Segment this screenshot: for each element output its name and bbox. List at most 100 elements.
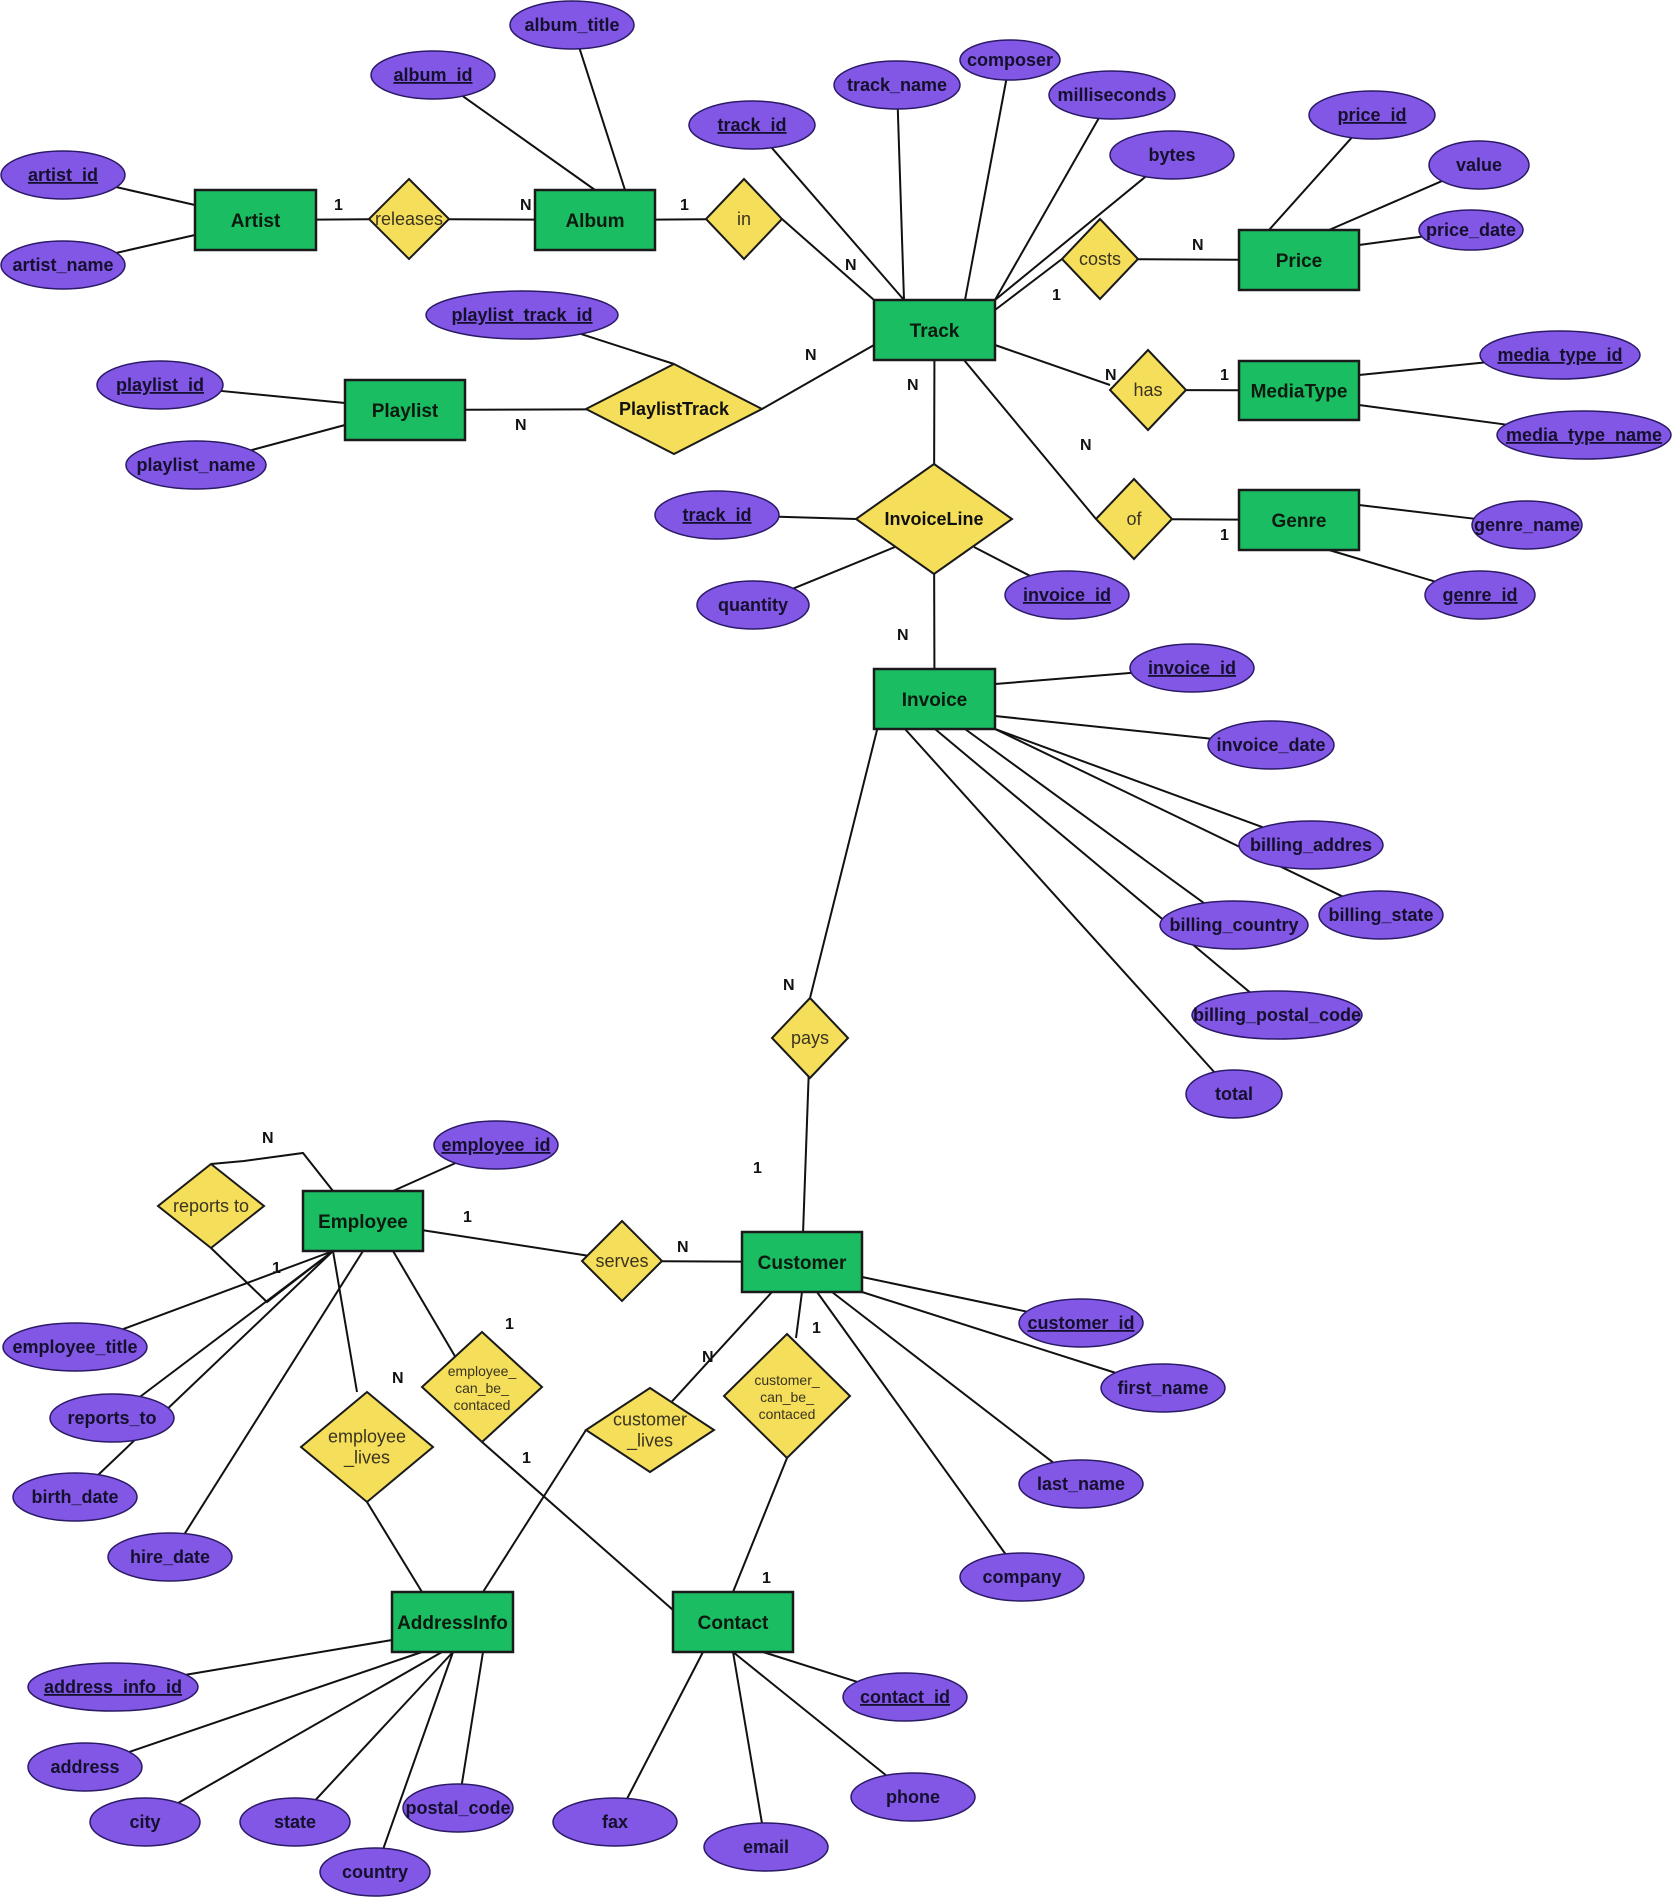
attribute-billing-country[interactable]: billing_country	[1159, 900, 1309, 950]
attribute-il-track-id[interactable]: track_id	[654, 490, 780, 540]
relationship-pays[interactable]: pays	[770, 996, 850, 1080]
attribute-value[interactable]: value	[1428, 140, 1530, 190]
entity-addressinfo[interactable]: AddressInfo	[390, 1590, 515, 1654]
entity-track[interactable]: Track	[872, 298, 997, 362]
attribute-city[interactable]: city	[89, 1797, 201, 1847]
entity-employee[interactable]: Employee	[301, 1189, 425, 1253]
attribute-media-type-id[interactable]: media_type_id	[1479, 330, 1641, 380]
entity-contact[interactable]: Contact	[671, 1590, 795, 1654]
key-attribute-label: track_id	[682, 505, 751, 525]
entity-album[interactable]: Album	[533, 188, 657, 252]
link-employee-serves	[422, 1229, 588, 1257]
relationship-customer-lives[interactable]: customer_lives	[584, 1386, 716, 1474]
attribute-phone[interactable]: phone	[850, 1772, 976, 1822]
attribute-first-name[interactable]: first_name	[1100, 1363, 1226, 1413]
relationship-costs[interactable]: costs	[1060, 217, 1140, 301]
attribute-album-title[interactable]: album_title	[509, 0, 635, 50]
attribute-il-invoice-id[interactable]: invoice_id	[1004, 570, 1130, 620]
attribute-playlist-id[interactable]: playlist_id	[96, 360, 224, 410]
relationship-has[interactable]: has	[1108, 348, 1188, 432]
attribute-invoice-date[interactable]: invoice_date	[1207, 720, 1335, 770]
attribute-quantity[interactable]: quantity	[696, 580, 810, 630]
attribute-state[interactable]: state	[239, 1797, 351, 1847]
link-employee-employee_lives	[332, 1250, 358, 1393]
cardinality-label: 1	[680, 197, 689, 214]
entity-label: AddressInfo	[397, 1613, 508, 1634]
relationship-label: contaced	[759, 1406, 816, 1422]
relationship-in[interactable]: in	[704, 177, 784, 261]
attribute-employee-id[interactable]: employee_id	[433, 1120, 559, 1170]
entity-invoice[interactable]: Invoice	[872, 667, 997, 731]
relationship-releases[interactable]: releases	[367, 177, 451, 261]
attribute-billing-addres[interactable]: billing_addres	[1238, 820, 1384, 870]
attribute-billing-postal-code[interactable]: billing_postal_code	[1191, 990, 1363, 1040]
attribute-employee-title[interactable]: employee_title	[2, 1322, 148, 1372]
attribute-track-track-id[interactable]: track_id	[688, 100, 816, 150]
attribute-track-name[interactable]: track_name	[833, 60, 961, 110]
relationship-label: employee_	[448, 1363, 517, 1379]
entity-genre[interactable]: Genre	[1237, 488, 1361, 552]
relationship-label: has	[1133, 380, 1162, 400]
attribute-link-phone	[732, 1651, 887, 1777]
relationship-customer-can-be-contaced[interactable]: customer_can_be_contaced	[722, 1332, 852, 1460]
link-pays-customer	[802, 1076, 810, 1233]
attribute-last-name[interactable]: last_name	[1018, 1459, 1144, 1509]
attribute-price-id[interactable]: price_id	[1308, 90, 1436, 140]
relationship-employee-can-be-contaced[interactable]: employee_can_be_contaced	[420, 1330, 544, 1444]
attribute-link-country	[382, 1651, 454, 1849]
attribute-hire-date[interactable]: hire_date	[107, 1532, 233, 1582]
attribute-label: playlist_name	[136, 455, 255, 475]
attribute-reports-to-attr[interactable]: reports_to	[49, 1393, 175, 1443]
relationship-serves[interactable]: serves	[580, 1219, 664, 1303]
attribute-playlist-name[interactable]: playlist_name	[125, 440, 267, 490]
attribute-link-last_name	[831, 1291, 1054, 1464]
attribute-price-date[interactable]: price_date	[1418, 209, 1524, 251]
relationship-employee-lives[interactable]: employee_lives	[299, 1390, 435, 1504]
link-customer_lives-addressinfo	[482, 1429, 587, 1593]
attribute-milliseconds[interactable]: milliseconds	[1048, 70, 1176, 120]
attribute-total[interactable]: total	[1185, 1069, 1283, 1119]
entity-customer[interactable]: Customer	[740, 1230, 864, 1294]
link-employee_can_be_contaced-contact	[481, 1441, 674, 1611]
entity-price[interactable]: Price	[1237, 228, 1361, 292]
attribute-customer-id[interactable]: customer_id	[1018, 1298, 1144, 1348]
attribute-bytes[interactable]: bytes	[1109, 130, 1235, 180]
attribute-address-info-id[interactable]: address_info_id	[27, 1662, 199, 1712]
attribute-billing-state[interactable]: billing_state	[1318, 890, 1444, 940]
key-attribute-label: media_type_name	[1506, 425, 1662, 445]
relationship-playlisttrack[interactable]: PlaylistTrack	[583, 362, 765, 456]
relationship-reports-to[interactable]: reports to	[156, 1162, 266, 1250]
attribute-genre-id[interactable]: genre_id	[1424, 570, 1536, 620]
attribute-fax[interactable]: fax	[552, 1797, 678, 1847]
relationship-invoiceline[interactable]: InvoiceLine	[854, 462, 1014, 576]
entity-mediatype[interactable]: MediaType	[1237, 359, 1361, 422]
attribute-genre-name[interactable]: genre_name	[1471, 500, 1583, 550]
attribute-country[interactable]: country	[319, 1847, 431, 1897]
attribute-artist-id[interactable]: artist_id	[0, 150, 126, 200]
attribute-company[interactable]: company	[959, 1552, 1085, 1602]
attribute-label: value	[1456, 155, 1502, 175]
attribute-link-invoice_id	[994, 671, 1132, 685]
entity-playlist[interactable]: Playlist	[343, 378, 467, 442]
relationship-label: costs	[1079, 249, 1121, 269]
attribute-media-type-name[interactable]: media_type_name	[1496, 410, 1672, 460]
key-attribute-label: track_id	[717, 115, 786, 135]
attribute-contact-id[interactable]: contact_id	[842, 1672, 968, 1722]
attribute-link-fax	[626, 1651, 704, 1799]
relationship-of[interactable]: of	[1094, 477, 1174, 561]
attribute-email[interactable]: email	[703, 1822, 829, 1872]
attribute-link-invoice_date	[994, 715, 1211, 740]
cardinality-label: 1	[522, 1450, 531, 1467]
attribute-birth-date[interactable]: birth_date	[12, 1472, 138, 1522]
attribute-label: billing_country	[1169, 915, 1298, 935]
attribute-postal-code[interactable]: postal_code	[402, 1783, 514, 1833]
attribute-invoice-id[interactable]: invoice_id	[1129, 643, 1255, 693]
attribute-link-employee_id	[392, 1162, 456, 1192]
attribute-artist-name[interactable]: artist_name	[0, 240, 126, 290]
relationship-label: reports to	[173, 1196, 249, 1216]
entity-artist[interactable]: Artist	[193, 188, 318, 252]
attribute-playlist-track-id[interactable]: playlist_track_id	[425, 290, 619, 340]
attribute-album-id[interactable]: album_id	[370, 50, 496, 100]
attribute-address[interactable]: address	[27, 1742, 143, 1792]
attribute-composer[interactable]: composer	[959, 39, 1061, 81]
